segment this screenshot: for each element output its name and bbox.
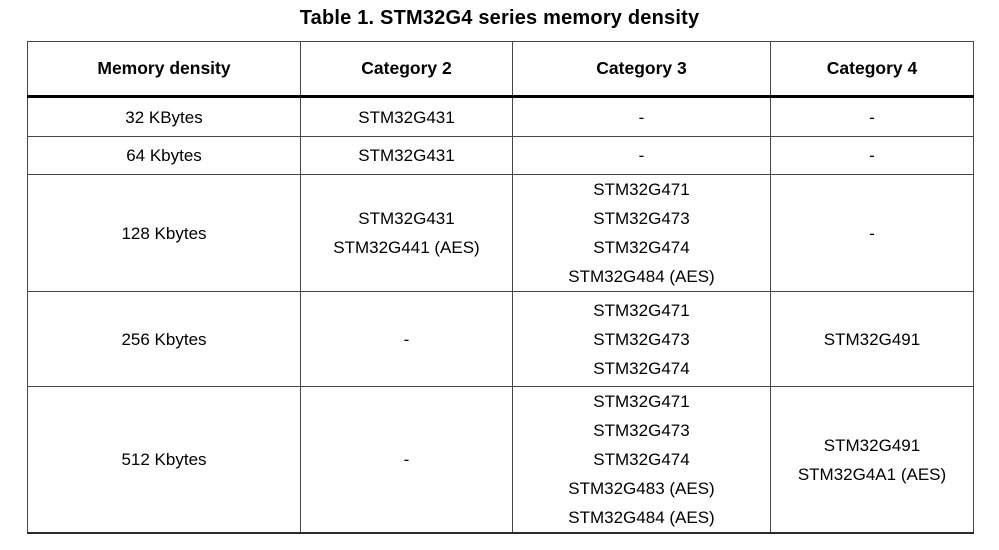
cell-density: 64 Kbytes <box>27 136 301 175</box>
cell-category-3: STM32G471 STM32G473 STM32G474 STM32G484 … <box>512 174 771 292</box>
table-row-128k: 128 Kbytes STM32G431 STM32G441 (AES) STM… <box>27 174 974 292</box>
cell-category-4: - <box>770 174 974 292</box>
table-row-32k: 32 KBytes STM32G431 - - <box>27 96 974 137</box>
cell-category-4: STM32G491 STM32G4A1 (AES) <box>770 386 974 534</box>
cell-category-2: - <box>300 386 513 534</box>
cell-density: 128 Kbytes <box>27 174 301 292</box>
column-header-category-2: Category 2 <box>300 41 513 98</box>
cell-category-2: STM32G431 STM32G441 (AES) <box>300 174 513 292</box>
column-header-category-3: Category 3 <box>512 41 771 98</box>
cell-category-3: - <box>512 96 771 137</box>
cell-category-3: - <box>512 136 771 175</box>
table-title: Table 1. STM32G4 series memory density <box>299 7 700 29</box>
table-row-64k: 64 Kbytes STM32G431 - - <box>27 136 974 175</box>
cell-category-3: STM32G471 STM32G473 STM32G474 STM32G483 … <box>512 386 771 534</box>
table-row-512k: 512 Kbytes - STM32G471 STM32G473 STM32G4… <box>27 386 974 534</box>
cell-density: 32 KBytes <box>27 96 301 137</box>
table-row-256k: 256 Kbytes - STM32G471 STM32G473 STM32G4… <box>27 291 974 387</box>
cell-category-2: STM32G431 <box>300 96 513 137</box>
cell-category-2: - <box>300 291 513 387</box>
cell-category-4: - <box>770 136 974 175</box>
cell-category-3: STM32G471 STM32G473 STM32G474 <box>512 291 771 387</box>
cell-density: 512 Kbytes <box>27 386 301 534</box>
cell-category-4: - <box>770 96 974 137</box>
column-header-category-4: Category 4 <box>770 41 974 98</box>
cell-category-4: STM32G491 <box>770 291 974 387</box>
cell-density: 256 Kbytes <box>27 291 301 387</box>
memory-density-table: Memory density Category 2 Category 3 Cat… <box>27 41 974 534</box>
column-header-memory-density: Memory density <box>27 41 301 98</box>
header-row: Memory density Category 2 Category 3 Cat… <box>27 41 974 98</box>
cell-category-2: STM32G431 <box>300 136 513 175</box>
